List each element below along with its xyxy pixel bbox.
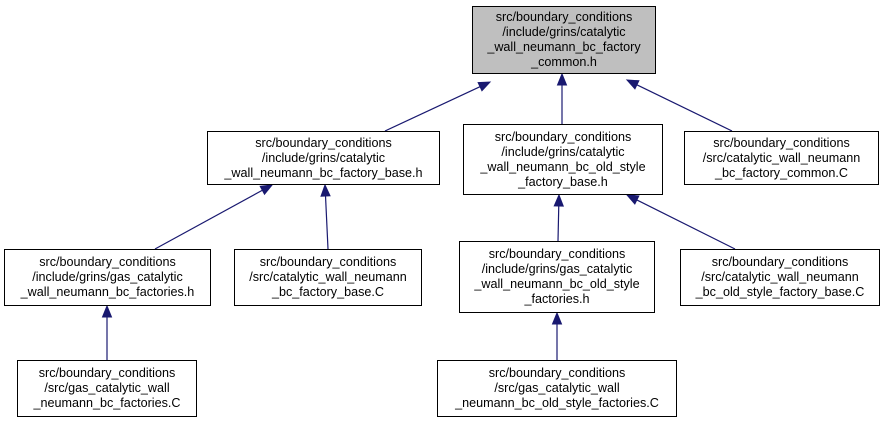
node-label: src/boundary_conditions /include/grins/c… — [480, 129, 646, 189]
edge-n4-to-n1 — [154, 189, 263, 250]
node-label: src/boundary_conditions /include/grins/c… — [224, 135, 423, 180]
edge-n3-to-n0 — [636, 84, 733, 132]
node-gas-catalytic-wall-neumann-bc-factories-c[interactable]: src/boundary_conditions /src/gas_catalyt… — [17, 360, 197, 417]
node-gas-catalytic-wall-neumann-bc-factories-h[interactable]: src/boundary_conditions /include/grins/g… — [4, 249, 211, 306]
edge-n1-to-n0 — [384, 86, 481, 132]
arrowhead-n1-to-n0 — [477, 81, 492, 92]
arrowhead-n8-to-n4 — [101, 304, 113, 318]
node-label: src/boundary_conditions /src/gas_catalyt… — [455, 366, 659, 410]
node-gas-catalytic-wall-neumann-bc-old-style-factories-h[interactable]: src/boundary_conditions /include/grins/g… — [459, 241, 655, 313]
arrowhead-n3-to-n0 — [625, 79, 640, 90]
arrowhead-n2-to-n0 — [556, 72, 568, 86]
edge-n5-to-n1 — [324, 195, 329, 250]
node-label: src/boundary_conditions /src/catalytic_w… — [702, 135, 861, 180]
node-label: src/boundary_conditions /include/grins/c… — [487, 10, 641, 69]
node-catalytic-wall-neumann-bc-old-style-factory-base-c[interactable]: src/boundary_conditions /src/catalytic_w… — [680, 249, 880, 306]
node-label: src/boundary_conditions /src/gas_catalyt… — [33, 366, 181, 410]
node-label: src/boundary_conditions /src/catalytic_w… — [249, 255, 407, 299]
arrowhead-n7-to-n2 — [625, 194, 640, 205]
node-label: src/boundary_conditions /include/grins/g… — [20, 255, 195, 299]
node-gas-catalytic-wall-neumann-bc-old-style-factories-c[interactable]: src/boundary_conditions /src/gas_catalyt… — [437, 360, 677, 417]
edge-n7-to-n2 — [636, 199, 736, 250]
arrowhead-n5-to-n1 — [320, 183, 331, 197]
node-catalytic-wall-neumann-bc-factory-base-h[interactable]: src/boundary_conditions /include/grins/c… — [207, 131, 440, 185]
arrowhead-n4-to-n1 — [259, 184, 274, 196]
arrowhead-n9-to-n6 — [551, 311, 563, 325]
node-label: src/boundary_conditions /include/grins/g… — [474, 247, 640, 306]
node-catalytic-wall-neumann-bc-old-style-factory-base-h[interactable]: src/boundary_conditions /include/grins/c… — [463, 124, 663, 195]
node-catalytic-wall-neumann-bc-factory-common-c[interactable]: src/boundary_conditions /src/catalytic_w… — [684, 131, 879, 185]
arrowhead-n6-to-n2 — [553, 193, 564, 207]
node-label: src/boundary_conditions /src/catalytic_w… — [695, 255, 865, 299]
node-catalytic-wall-neumann-bc-factory-base-c[interactable]: src/boundary_conditions /src/catalytic_w… — [234, 249, 422, 306]
node-catalytic-wall-neumann-bc-factory-common-h[interactable]: src/boundary_conditions /include/grins/c… — [472, 6, 656, 74]
edge-n6-to-n2 — [557, 205, 560, 242]
